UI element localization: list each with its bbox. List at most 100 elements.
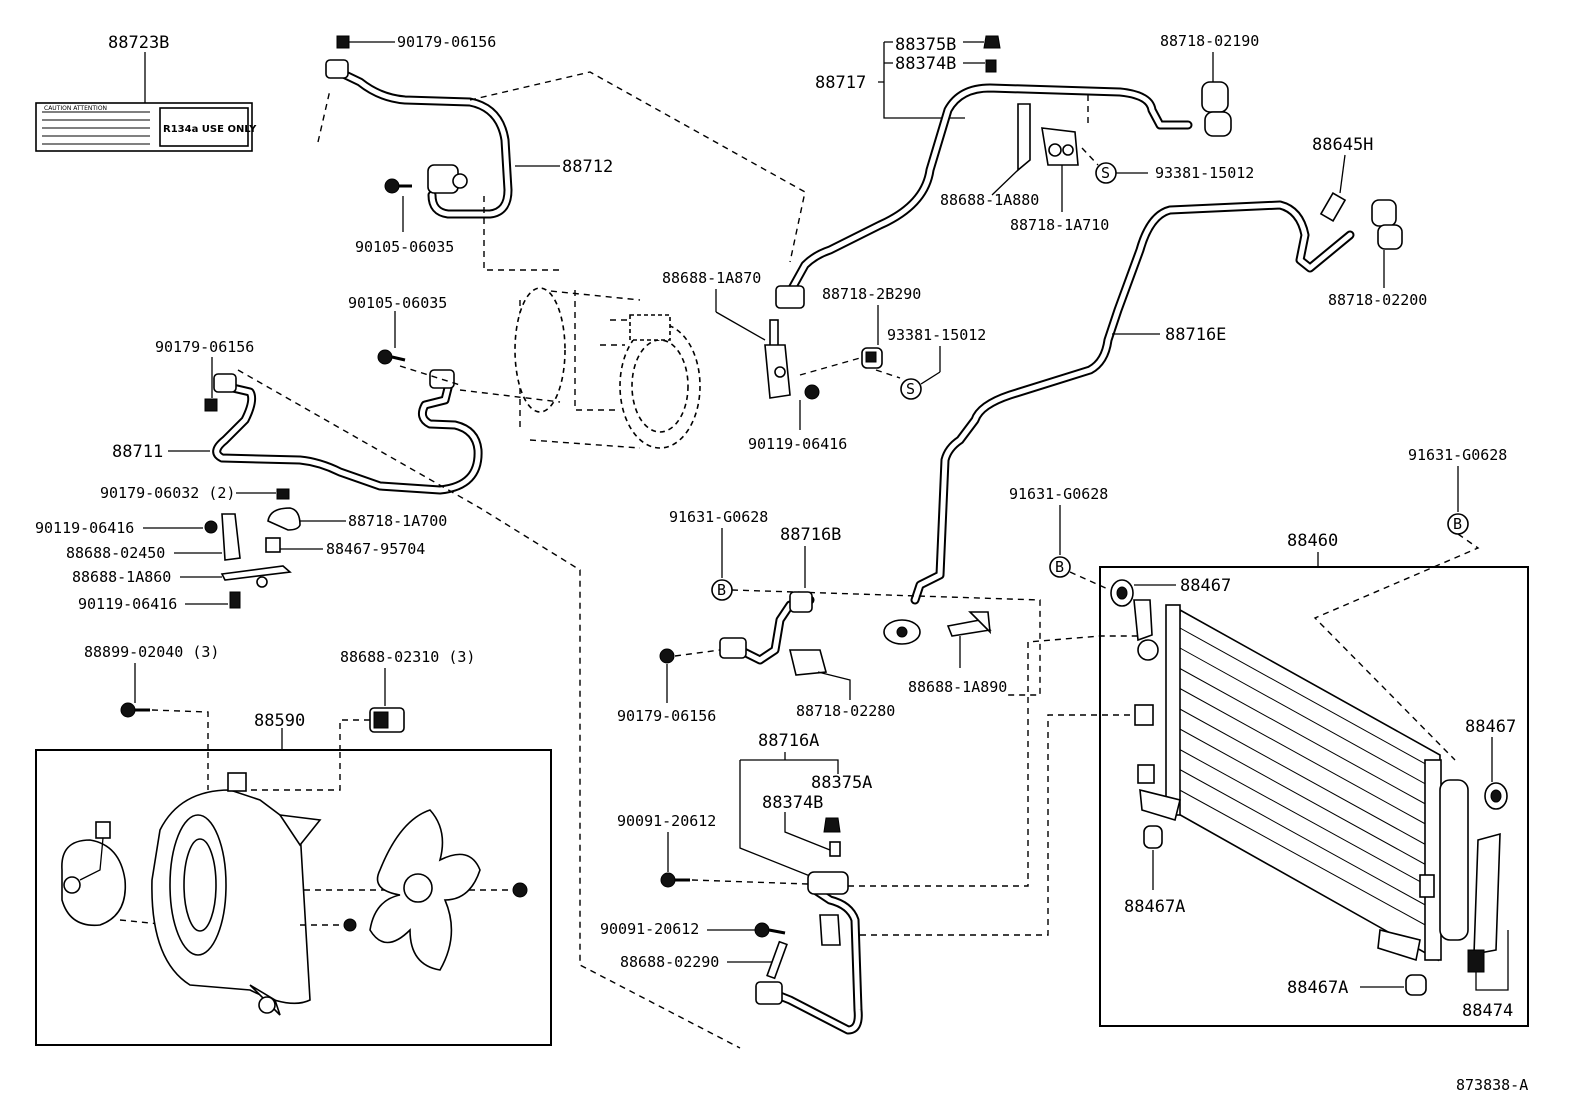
b-mark-right-text: B: [1453, 515, 1462, 533]
label-88688-02290: 88688-02290: [620, 953, 719, 971]
label-88717: 88717: [815, 73, 866, 93]
cap-88375b[interactable]: [983, 35, 1001, 49]
label-88374b-bottom: 88374B: [762, 793, 823, 813]
label-90179-06156-top: 90179-06156: [397, 33, 496, 51]
bolt-90091-20612-b[interactable]: [754, 922, 786, 938]
compressor[interactable]: [514, 287, 701, 449]
label-88467-top: 88467: [1180, 576, 1231, 596]
bolt-90105-06035-mid[interactable]: [377, 349, 406, 365]
label-88718-2b290: 88718-2B290: [822, 285, 921, 303]
clamp-88718-02200[interactable]: [1371, 199, 1403, 250]
clamp-88718-2b290[interactable]: [861, 347, 883, 369]
fan-blade[interactable]: [369, 809, 481, 971]
hose-88717[interactable]: [775, 83, 1193, 309]
label-88688-1a860: 88688-1A860: [72, 568, 171, 586]
condenser-core[interactable]: [1133, 599, 1469, 962]
label-88467-95704: 88467-95704: [326, 540, 425, 558]
fan-shroud[interactable]: [151, 772, 322, 1016]
b-mark-left-text: B: [717, 581, 726, 599]
fan-assembly-frame: [35, 749, 552, 1046]
label-88716b: 88716B: [780, 525, 841, 545]
cushion-88467a-bottom[interactable]: [1405, 974, 1427, 996]
label-88718-1a700: 88718-1A700: [348, 512, 447, 530]
valve-88374b-bottom[interactable]: [829, 841, 841, 857]
label-90091-20612-a: 90091-20612: [617, 812, 716, 830]
label-88688-02310: 88688-02310 (3): [340, 648, 475, 666]
condenser-frame: [1099, 566, 1529, 1027]
sticker-refrigerant-text: R134a USE ONLY: [163, 124, 257, 135]
bolt-90179-06156-top[interactable]: [336, 35, 350, 49]
label-90179-06156-center: 90179-06156: [617, 707, 716, 725]
label-90105-06035-mid: 90105-06035: [348, 294, 447, 312]
clamp-88718-02280[interactable]: [788, 649, 828, 676]
bracket-88474[interactable]: [1467, 832, 1501, 973]
label-88712: 88712: [562, 157, 613, 177]
joint-88716e-lower[interactable]: [883, 619, 921, 645]
cushion-88467a-left[interactable]: [1143, 825, 1163, 849]
label-88590: 88590: [254, 711, 305, 731]
bracket-88688-02290[interactable]: [766, 940, 788, 980]
cushion-88467-right[interactable]: [1484, 782, 1508, 810]
hose-88716b[interactable]: [719, 591, 815, 665]
fan-nut[interactable]: [343, 918, 357, 932]
hose-88711[interactable]: [212, 369, 483, 495]
screw-88899-02040[interactable]: [120, 702, 150, 718]
label-91631-g0628-left: 91631-G0628: [669, 508, 768, 526]
label-88718-02200: 88718-02200: [1328, 291, 1427, 309]
switch-88645h[interactable]: [1319, 192, 1347, 222]
label-88711: 88711: [112, 442, 163, 462]
diagram-code: 873838-A: [1456, 1076, 1528, 1094]
label-90119-06416-left: 90119-06416: [35, 519, 134, 537]
s-mark-center-text: S: [906, 380, 915, 398]
label-88718-02280: 88718-02280: [796, 702, 895, 720]
bolt-90119-06416-center[interactable]: [804, 384, 820, 400]
clamp-88718-1a710[interactable]: [1041, 127, 1079, 166]
s-mark-center: [900, 378, 922, 400]
bracket-88688-1a890[interactable]: [946, 611, 992, 637]
label-88688-1a870: 88688-1A870: [662, 269, 761, 287]
label-91631-g0628-center: 91631-G0628: [1009, 485, 1108, 503]
bolt-90105-06035-top[interactable]: [384, 178, 412, 194]
valve-88374b-top[interactable]: [985, 59, 997, 73]
label-88374b-top: 88374B: [895, 54, 956, 74]
fan-nut-right[interactable]: [512, 882, 528, 898]
bolt-90091-20612-a[interactable]: [660, 872, 690, 888]
hose-88716a[interactable]: [755, 871, 863, 1035]
bolt-90179-06156-left[interactable]: [204, 398, 218, 412]
bracket-88688-1a880[interactable]: [1017, 103, 1031, 172]
fan-motor[interactable]: [61, 821, 127, 927]
label-90091-20612-b: 90091-20612: [600, 920, 699, 938]
label-88467-right: 88467: [1465, 717, 1516, 737]
cap-88375a[interactable]: [823, 817, 841, 833]
hose-88712[interactable]: [325, 59, 513, 219]
sticker-caution-text: CAUTION ATTENTION: [44, 105, 107, 112]
b-mark-center: [1049, 556, 1071, 578]
label-88688-1a880: 88688-1A880: [940, 191, 1039, 209]
label-88467a-left: 88467A: [1124, 897, 1185, 917]
label-90179-06032: 90179-06032 (2): [100, 484, 235, 502]
label-90105-06035-top: 90105-06035: [355, 238, 454, 256]
bracket-cluster-88711[interactable]: [204, 488, 301, 609]
bolt-90179-06156-center[interactable]: [659, 648, 675, 664]
label-90179-06156-left: 90179-06156: [155, 338, 254, 356]
clip-88688-02310[interactable]: [369, 707, 405, 733]
label-88718-1a710: 88718-1A710: [1010, 216, 1109, 234]
label-88718-02190: 88718-02190: [1160, 32, 1259, 50]
label-88645h: 88645H: [1312, 135, 1373, 155]
clamp-88718-02190[interactable]: [1201, 81, 1232, 137]
label-88723b: 88723B: [108, 33, 169, 53]
label-88688-02450: 88688-02450: [66, 544, 165, 562]
b-mark-center-text: B: [1055, 558, 1064, 576]
cushion-88467-top[interactable]: [1110, 579, 1134, 607]
label-88716a: 88716A: [758, 731, 819, 751]
label-sticker-88723b[interactable]: CAUTION ATTENTION R134a USE ONLY: [35, 102, 257, 152]
label-90119-06416-center: 90119-06416: [748, 435, 847, 453]
hose-88716e[interactable]: [910, 200, 1355, 605]
label-88716e: 88716E: [1165, 325, 1226, 345]
bracket-88688-1a870[interactable]: [764, 319, 791, 399]
label-88474: 88474: [1462, 1001, 1513, 1021]
label-90119-06416-left-low: 90119-06416: [78, 595, 177, 613]
label-88460: 88460: [1287, 531, 1338, 551]
label-88375b: 88375B: [895, 35, 956, 55]
